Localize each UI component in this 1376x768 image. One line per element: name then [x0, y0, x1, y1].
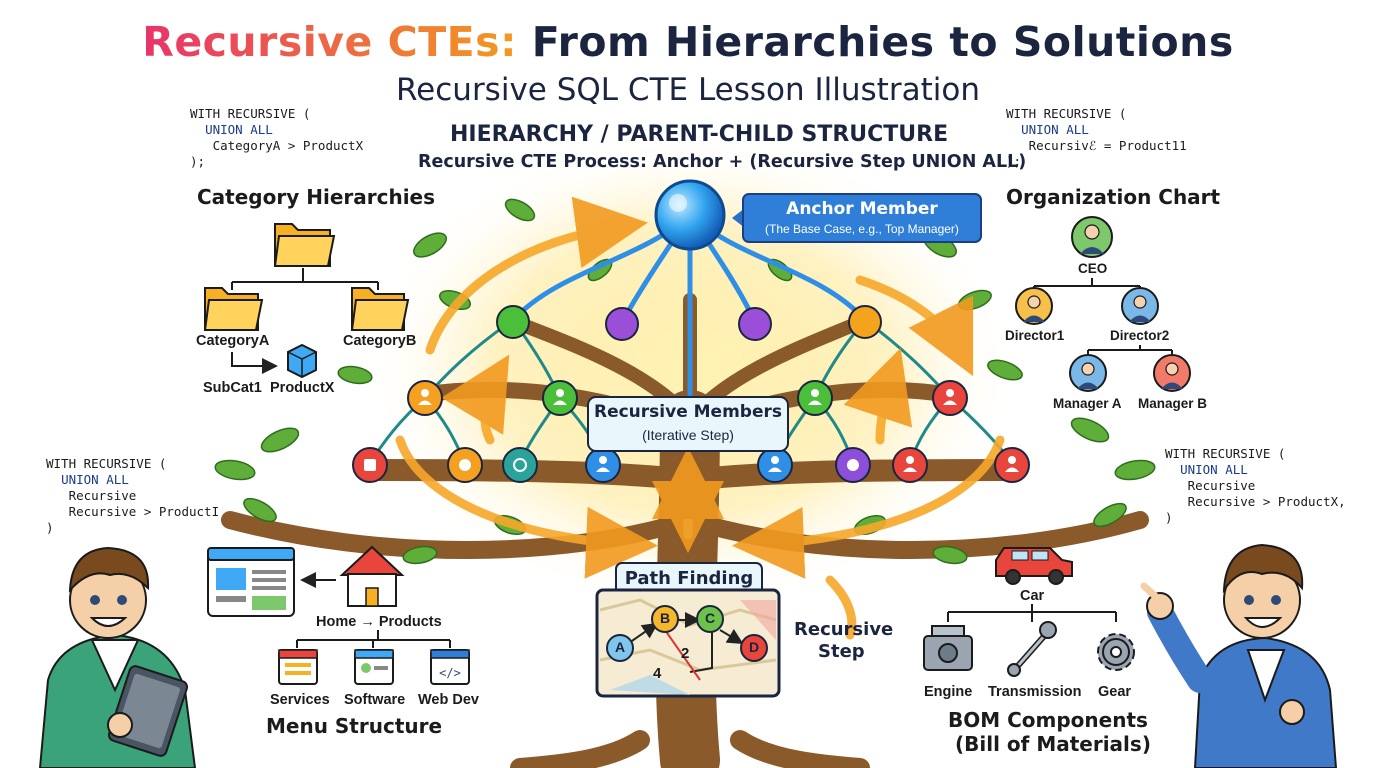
subcat-label: SubCat1	[203, 380, 262, 396]
right-character	[1140, 543, 1338, 768]
path-finding-title: Path Finding	[624, 568, 754, 589]
anchor-node	[654, 179, 726, 251]
manager-a-label: Manager A	[1053, 396, 1122, 411]
engine-label: Engine	[924, 684, 973, 700]
code-line: Recursive	[1187, 478, 1256, 493]
recursive-members-box	[587, 396, 789, 452]
manager-b-label: Manager B	[1138, 396, 1208, 411]
recursive-step-label-line2: Step	[818, 641, 865, 662]
level2-person-icons	[418, 389, 957, 405]
recursive-members-subtitle: (Iterative Step)	[642, 427, 734, 443]
code-line: Recursive > ProductI	[68, 504, 220, 519]
structure-heading: HIERARCHY / PARENT-CHILD STRUCTURE	[450, 122, 949, 147]
path-weight-2: 2	[681, 645, 690, 662]
code-line: );	[1006, 154, 1022, 169]
recursion-arrows	[395, 196, 1005, 640]
path-node-d: D	[748, 639, 760, 655]
transmission-label: Transmission	[988, 684, 1082, 700]
category-b-label: CategoryB	[343, 333, 417, 349]
code-snippet-top-left: WITH RECURSIVE ( UNION ALL CategoryA > P…	[190, 106, 363, 170]
code-line: Recursive	[68, 488, 137, 503]
main-title: Recursive CTEs: From Hierarchies to Solu…	[0, 18, 1376, 66]
code-line: Recursive > ProductX,	[1187, 494, 1346, 509]
path-node-c: C	[704, 610, 716, 626]
process-heading: Recursive CTE Process: Anchor + (Recursi…	[418, 152, 1027, 172]
code-line: WITH RECURSIVE (	[1165, 446, 1286, 461]
path-node-a: A	[614, 639, 626, 655]
path-finding-panel	[595, 562, 781, 698]
level1-nodes	[496, 305, 882, 341]
director2-label: Director2	[1110, 328, 1170, 343]
category-diagram	[203, 223, 410, 379]
left-character	[38, 546, 197, 768]
anchor-label-box	[732, 193, 982, 243]
subtitle: Recursive SQL CTE Lesson Illustration	[396, 72, 980, 108]
home-products-label: Home → Products	[316, 614, 442, 630]
services-label: Services	[270, 692, 330, 708]
main-title-part1: Recursive CTEs:	[142, 18, 517, 66]
code-snippet-top-right: WITH RECURSIVE ( UNION ALL Recursivℰ = P…	[1006, 106, 1187, 170]
recursive-step-label-line1: Recursive	[794, 619, 894, 640]
recursive-members-title: Recursive Members	[593, 402, 783, 422]
menu-diagram: </>	[207, 545, 470, 685]
anchor-member-subtitle: (The Base Case, e.g., Top Manager)	[765, 222, 959, 236]
ceo-label: CEO	[1078, 261, 1108, 276]
code-snippet-mid-right: WITH RECURSIVE ( UNION ALL Recursive Rec…	[1165, 446, 1346, 526]
webdev-label: Web Dev	[418, 692, 479, 708]
svg-text:</>: </>	[439, 666, 461, 680]
code-line: WITH RECURSIVE (	[190, 106, 311, 121]
code-line: )	[46, 520, 54, 535]
bom-title-line2: (Bill of Materials)	[955, 732, 1151, 756]
category-hierarchies-title: Category Hierarchies	[197, 185, 436, 209]
code-line: UNION ALL	[1180, 462, 1248, 477]
main-title-part2: From Hierarchies to Solutions	[531, 18, 1234, 66]
gear-label: Gear	[1098, 684, 1132, 700]
software-label: Software	[344, 692, 406, 708]
organization-chart-title: Organization Chart	[1006, 185, 1221, 209]
product-label: ProductX	[270, 380, 335, 396]
anchor-member-title: Anchor Member	[786, 199, 938, 219]
level2-nodes	[407, 380, 968, 416]
bom-diagram	[923, 547, 1135, 677]
director1-label: Director1	[1005, 328, 1065, 343]
menu-structure-title: Menu Structure	[266, 714, 443, 738]
code-snippet-mid-left: WITH RECURSIVE ( UNION ALL Recursive Rec…	[46, 456, 219, 536]
code-line: WITH RECURSIVE (	[46, 456, 167, 471]
code-line: UNION ALL	[1021, 122, 1089, 137]
code-line: UNION ALL	[205, 122, 273, 137]
level3-icons	[364, 456, 1019, 472]
code-line: UNION ALL	[61, 472, 129, 487]
code-line: Recursivℰ = Product11	[1028, 138, 1187, 153]
org-chart-diagram	[1015, 216, 1191, 392]
car-label: Car	[1020, 588, 1045, 604]
code-line: CategoryA > ProductX	[212, 138, 364, 153]
bom-title-line1: BOM Components	[948, 708, 1148, 732]
path-node-b: B	[659, 610, 671, 626]
category-a-label: CategoryA	[196, 333, 270, 349]
path-weight-4: 4	[653, 665, 662, 682]
code-line: );	[190, 154, 206, 169]
code-line: WITH RECURSIVE (	[1006, 106, 1127, 121]
code-line: )	[1165, 510, 1173, 525]
path-nodes	[606, 605, 768, 662]
